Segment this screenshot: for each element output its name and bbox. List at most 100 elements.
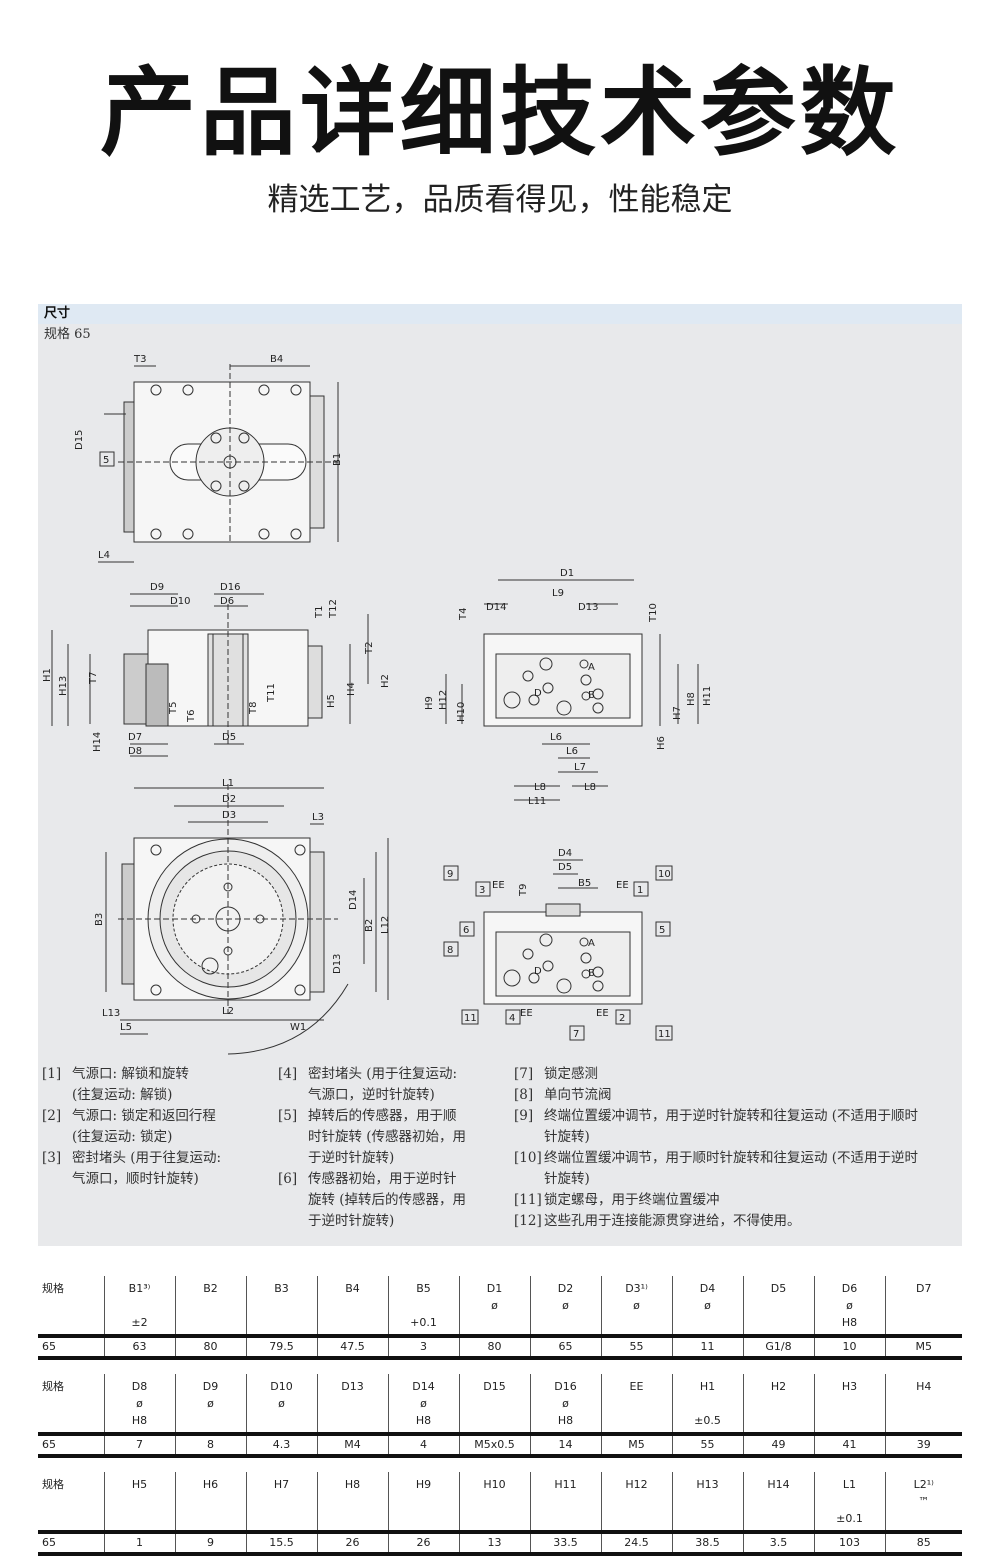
note-item: [1]气源口: 解锁和旋转(往复运动: 解锁) [42,1066,189,1103]
svg-text:L8: L8 [534,782,546,793]
svg-text:5: 5 [103,455,109,466]
header-cell: H3 [813,1374,885,1432]
value-cell: 55 [671,1436,743,1454]
value-cell: 38.5 [671,1534,743,1552]
svg-text:H6: H6 [656,736,667,750]
svg-text:D13: D13 [332,954,343,974]
header-cell: B5 +0.1 [387,1276,459,1334]
header-cell: 规格 [42,1380,64,1393]
header-cell: H1 ±0.5 [671,1374,743,1432]
svg-text:T10: T10 [648,603,659,623]
svg-text:D15: D15 [74,430,85,450]
svg-text:L5: L5 [120,1022,132,1033]
header-cell: H5 [103,1472,175,1530]
svg-text:B2: B2 [364,919,375,932]
value-cell: 103 [813,1534,885,1552]
page-subtitle: 精选工艺，品质看得见，性能稳定 [267,182,733,218]
svg-text:D4: D4 [558,848,572,859]
svg-text:T8: T8 [248,702,259,715]
svg-text:H4: H4 [346,682,357,696]
header-cell: H2 [742,1374,814,1432]
note-item: [11]锁定螺母，用于终端位置缓冲 [514,1192,720,1208]
value-cell: 8 [174,1436,246,1454]
svg-text:D3: D3 [222,810,236,821]
svg-text:6: 6 [463,925,469,936]
note-item: [9]终端位置缓冲调节，用于逆时针旋转和往复运动 (不适用于顺时针旋转) [514,1108,919,1145]
dimensions-panel: 尺寸 规格 65 [38,304,962,1246]
svg-text:H12: H12 [438,690,449,710]
value-cell: 63 [103,1338,175,1356]
svg-text:H13: H13 [58,676,69,696]
svg-text:EE: EE [492,880,505,891]
svg-text:L9: L9 [552,588,564,599]
svg-text:H2: H2 [380,674,391,688]
panel-subtitle: 规格 65 [44,327,91,342]
svg-text:L6: L6 [566,746,578,757]
header-cell: H13 [671,1472,743,1530]
svg-text:EE: EE [596,1008,609,1019]
value-cell: 4.3 [245,1436,317,1454]
header-cell: B1³⁾ ±2 [103,1276,175,1334]
value-cell: M4 [316,1436,388,1454]
value-cell: 3.5 [742,1534,814,1552]
svg-text:T7: T7 [88,672,99,685]
svg-text:D5: D5 [222,732,236,743]
svg-text:L7: L7 [574,762,586,773]
svg-text:1: 1 [637,885,643,896]
svg-text:L1: L1 [222,778,234,789]
value-cell: 26 [387,1534,459,1552]
header-cell: EE [600,1374,672,1432]
svg-text:D13: D13 [578,602,598,613]
header-cell: H10 [458,1472,530,1530]
header-cell: L1 ±0.1 [813,1472,885,1530]
value-cell: 39 [884,1436,962,1454]
svg-text:H14: H14 [92,732,103,752]
value-cell: M5 [600,1436,672,1454]
value-cell: 33.5 [529,1534,601,1552]
svg-text:D2: D2 [222,794,236,805]
svg-text:11: 11 [658,1029,671,1040]
svg-text:H11: H11 [702,686,713,706]
value-cell: 49 [742,1436,814,1454]
value-cell: 14 [529,1436,601,1454]
value-cell: M5 [884,1338,962,1356]
svg-text:W1: W1 [290,1022,306,1033]
header-cell: 规格 [42,1478,64,1491]
svg-text:T12: T12 [328,599,339,619]
value-cell: 80 [174,1338,246,1356]
note-item: [7]锁定感测 [514,1066,598,1082]
svg-text:D7: D7 [128,732,142,743]
panel-title: 尺寸 [38,304,962,324]
svg-text:2: 2 [619,1013,625,1024]
header-cell: B4 [316,1276,388,1334]
svg-text:D16: D16 [220,582,240,593]
value-cell: 65 [529,1338,601,1356]
value-cell: 41 [813,1436,885,1454]
svg-text:D9: D9 [150,582,164,593]
header-cell: H9 [387,1472,459,1530]
value-cell: 85 [884,1534,962,1552]
svg-text:T11: T11 [266,683,277,703]
header-cell: H4 [884,1374,962,1432]
svg-text:EE: EE [616,880,629,891]
svg-text:B5: B5 [578,878,591,889]
value-cell: 65 [42,1340,56,1353]
value-cell: 9 [174,1534,246,1552]
value-cell: 24.5 [600,1534,672,1552]
value-cell: 3 [387,1338,459,1356]
value-cell: 15.5 [245,1534,317,1552]
svg-text:L2: L2 [222,1006,234,1017]
svg-text:H7: H7 [672,706,683,720]
value-cell: 47.5 [316,1338,388,1356]
svg-text:8: 8 [447,945,453,956]
note-item: [6]传感器初始，用于逆时针旋转 (掉转后的传感器，用于逆时针旋转) [278,1171,467,1229]
svg-text:T3: T3 [133,354,146,365]
